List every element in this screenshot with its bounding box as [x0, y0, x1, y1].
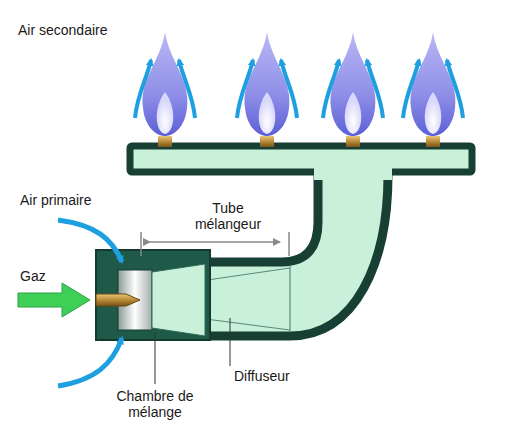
- secondary-air-arrow: [135, 60, 151, 118]
- secondary-air-arrow: [179, 60, 195, 118]
- secondary-air-arrow: [403, 60, 419, 118]
- secondary-air-arrow: [281, 60, 297, 118]
- flame: [143, 32, 188, 136]
- secondary-air-arrow: [237, 60, 253, 118]
- part-label: Chambre de mélange: [108, 388, 202, 420]
- part-label: Tube mélangeur: [190, 200, 266, 232]
- part-label: Diffuseur: [234, 368, 290, 384]
- flame: [331, 32, 376, 136]
- burner-port: [426, 136, 440, 147]
- burner-port: [346, 136, 360, 147]
- flame: [245, 32, 290, 136]
- flame-core: [259, 92, 276, 134]
- secondary-air-arrow: [367, 60, 383, 118]
- gas-label: Gaz: [20, 268, 46, 284]
- flame-core: [157, 92, 174, 134]
- flame-core: [345, 92, 362, 134]
- air-label: Air secondaire: [18, 22, 108, 38]
- flame-core: [425, 92, 442, 134]
- air-label: Air primaire: [20, 192, 92, 208]
- secondary-air-arrow: [447, 60, 463, 118]
- flame: [411, 32, 456, 136]
- secondary-air-arrow: [323, 60, 339, 118]
- burner-port: [260, 136, 274, 147]
- burner-port: [158, 136, 172, 147]
